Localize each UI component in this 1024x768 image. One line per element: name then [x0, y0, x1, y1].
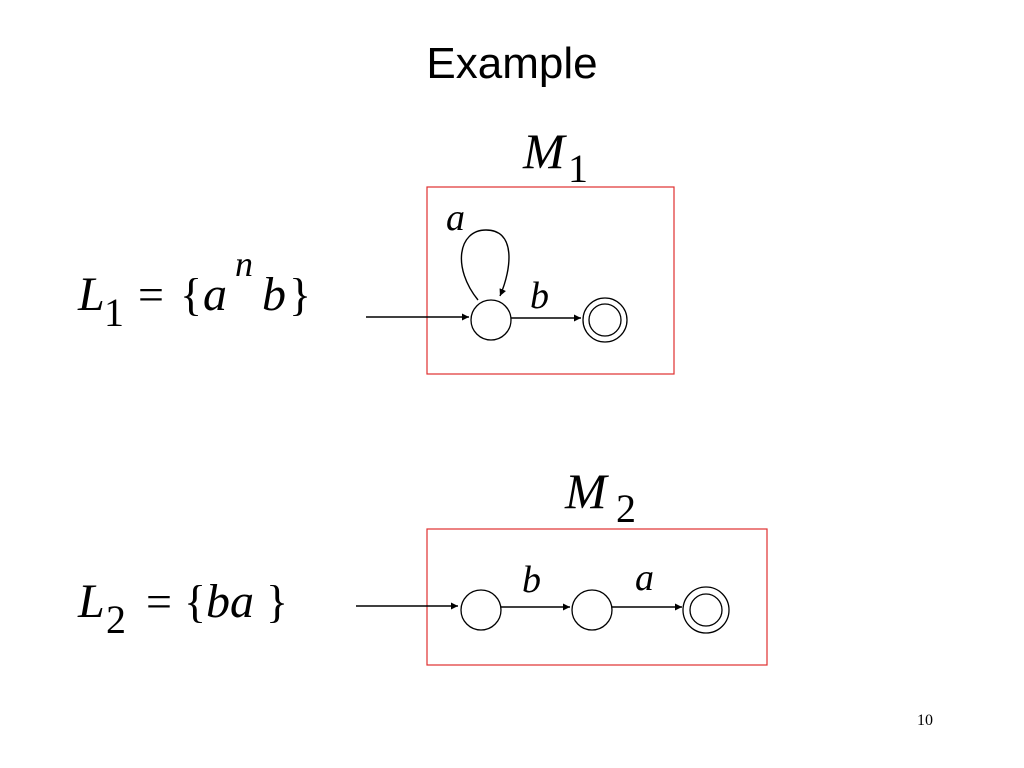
machine-2-transition-1-label: b [522, 559, 541, 601]
slide-title: Example [426, 39, 597, 88]
machine-2-state-initial [460, 589, 502, 631]
machine-1-self-loop-arrow [460, 229, 510, 301]
machine-1-frame [426, 186, 675, 375]
language-2-close-brace: } [266, 576, 288, 627]
machine-1-label: M 1 [522, 123, 588, 191]
machine-1-loop-label: a [446, 197, 465, 239]
machine-2-label: M 2 [564, 463, 636, 531]
language-1-expression: L 1 = { a n b } [77, 244, 311, 335]
language-2-subscript: 2 [106, 597, 126, 642]
language-2-equals: = [146, 576, 172, 627]
machine-2-state-accepting [682, 586, 730, 634]
page-number: 10 [917, 712, 933, 729]
machine-1-transition-label: b [530, 275, 549, 317]
language-1-equals: = [138, 269, 164, 320]
machine-2-frame [426, 528, 768, 666]
language-2-string: ba [206, 575, 254, 628]
language-1-tail: b [262, 268, 286, 321]
machine-2-subscript: 2 [616, 486, 636, 531]
language-1-subscript: 1 [104, 290, 124, 335]
language-1-letter: L [77, 268, 105, 321]
machine-2-letter: M [564, 463, 609, 519]
machine-1-subscript: 1 [568, 146, 588, 191]
machine-1-letter: M [522, 123, 567, 179]
machine-1-state-initial [470, 299, 512, 341]
language-1-close-brace: } [289, 269, 311, 320]
machine-2-transition-2-label: a [635, 557, 654, 599]
machine-1-state-accepting [582, 297, 628, 343]
machine-2-state-middle [571, 589, 613, 631]
language-2-letter: L [77, 575, 105, 628]
language-1-open-brace: { [180, 269, 202, 320]
language-1-exponent: n [235, 244, 253, 284]
language-1-base: a [203, 268, 227, 321]
language-2-open-brace: { [184, 576, 206, 627]
language-2-expression: L 2 = { ba } [77, 575, 288, 642]
